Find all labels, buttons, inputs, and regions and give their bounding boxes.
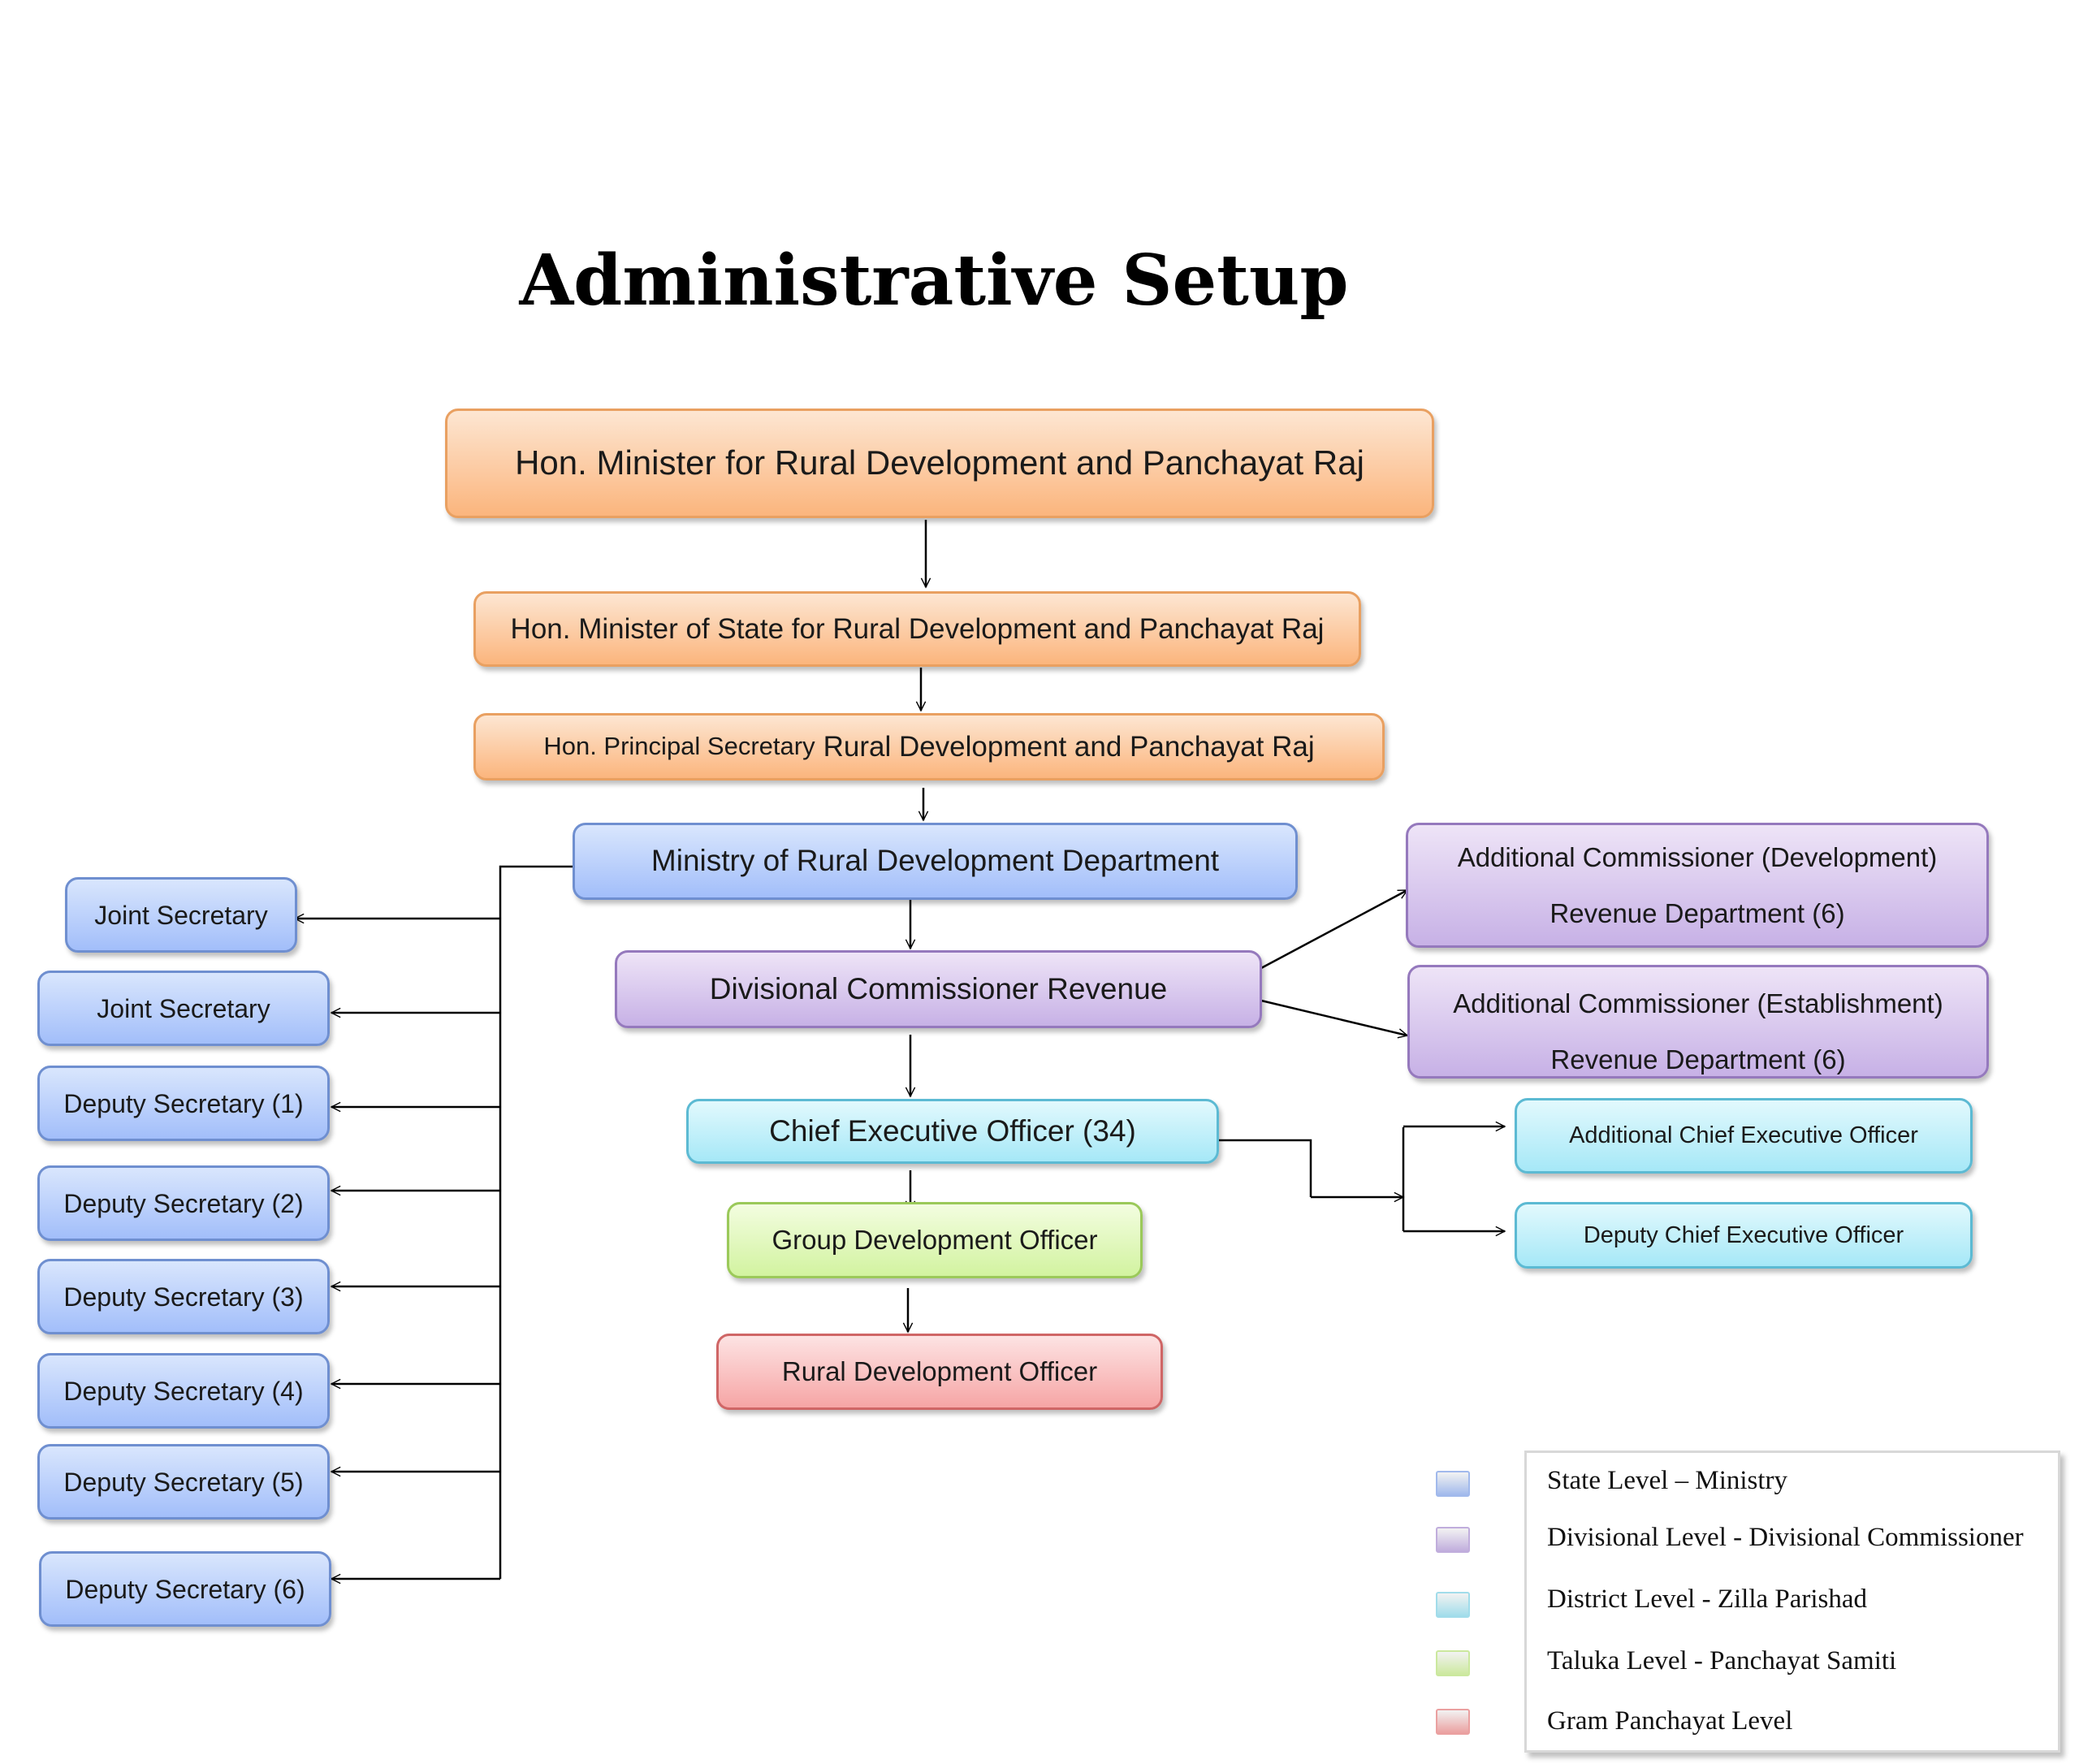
principal-secretary-suffix: Rural Development and Panchayat Raj: [823, 730, 1315, 763]
legend-swatch-gram: [1436, 1709, 1470, 1735]
legend-label-gram: Gram Panchayat Level: [1547, 1706, 1793, 1736]
legend-swatch-state: [1436, 1471, 1470, 1497]
deputy-ceo-box: Deputy Chief Executive Officer: [1515, 1202, 1973, 1269]
legend-box: State Level – Ministry Divisional Level …: [1524, 1451, 2060, 1753]
ceo-box: Chief Executive Officer (34): [686, 1099, 1219, 1164]
legend-swatch-divisional: [1436, 1527, 1470, 1553]
additional-ceo-box: Additional Chief Executive Officer: [1515, 1098, 1973, 1174]
deputy-secretary-label: Deputy Secretary (3): [63, 1282, 304, 1312]
deputy-secretary-box-1: Deputy Secretary (1): [37, 1066, 330, 1141]
deputy-secretary-box-2: Deputy Secretary (2): [37, 1165, 330, 1241]
minister-box: Hon. Minister for Rural Development and …: [445, 409, 1434, 518]
additional-commissioner-establishment-title: Additional Commissioner (Establishment): [1453, 988, 1943, 1018]
principal-secretary-box: Hon. Principal Secretary Rural Developme…: [473, 713, 1385, 780]
joint-secretary-label: Joint Secretary: [94, 900, 268, 930]
divisional-commissioner-label: Divisional Commissioner Revenue: [709, 971, 1168, 1005]
deputy-secretary-label: Deputy Secretary (2): [63, 1188, 304, 1218]
gdo-box: Group Development Officer: [727, 1202, 1143, 1278]
minister-label: Hon. Minister for Rural Development and …: [515, 443, 1364, 482]
deputy-secretary-label: Deputy Secretary (4): [63, 1376, 304, 1406]
joint-secretary-box-1: Joint Secretary: [65, 877, 297, 953]
ministry-department-box: Ministry of Rural Development Department: [573, 823, 1298, 900]
additional-commissioner-development-title: Additional Commissioner (Development): [1457, 841, 1938, 872]
principal-secretary-prefix: Hon. Principal Secretary: [543, 732, 815, 761]
deputy-secretary-box-4: Deputy Secretary (4): [37, 1353, 330, 1429]
deputy-secretary-label: Deputy Secretary (5): [63, 1467, 304, 1497]
legend-swatch-district: [1436, 1592, 1470, 1618]
additional-commissioner-development-department: Revenue Department (6): [1550, 898, 1845, 928]
legend-label-taluka: Taluka Level - Panchayat Samiti: [1547, 1646, 1897, 1675]
gdo-label: Group Development Officer: [772, 1225, 1098, 1256]
additional-commissioner-establishment-box: Additional Commissioner (Establishment) …: [1407, 965, 1989, 1079]
legend-label-district: District Level - Zilla Parishad: [1547, 1585, 1868, 1614]
deputy-secretary-label: Deputy Secretary (6): [65, 1574, 305, 1604]
ministry-department-label: Ministry of Rural Development Department: [650, 844, 1220, 878]
rdo-label: Rural Development Officer: [781, 1356, 1098, 1387]
minister-of-state-box: Hon. Minister of State for Rural Develop…: [473, 591, 1361, 667]
joint-secretary-label: Joint Secretary: [97, 993, 270, 1023]
deputy-secretary-box-3: Deputy Secretary (3): [37, 1259, 330, 1334]
deputy-ceo-label: Deputy Chief Executive Officer: [1583, 1221, 1904, 1248]
deputy-secretary-box-6: Deputy Secretary (6): [39, 1551, 331, 1627]
joint-secretary-box-2: Joint Secretary: [37, 971, 330, 1046]
additional-commissioner-development-box: Additional Commissioner (Development) Re…: [1406, 823, 1989, 948]
legend-label-divisional: Divisional Level - Divisional Commission…: [1547, 1523, 2024, 1552]
legend-swatch-taluka: [1436, 1650, 1470, 1676]
divisional-commissioner-box: Divisional Commissioner Revenue: [615, 950, 1262, 1028]
deputy-secretary-label: Deputy Secretary (1): [63, 1088, 304, 1118]
additional-ceo-label: Additional Chief Executive Officer: [1569, 1122, 1918, 1149]
rdo-box: Rural Development Officer: [716, 1334, 1163, 1410]
minister-of-state-label: Hon. Minister of State for Rural Develop…: [510, 612, 1325, 645]
legend-label-state: State Level – Ministry: [1547, 1466, 1788, 1495]
additional-commissioner-establishment-department: Revenue Department (6): [1550, 1044, 1846, 1075]
ceo-label: Chief Executive Officer (34): [769, 1113, 1136, 1148]
deputy-secretary-box-5: Deputy Secretary (5): [37, 1444, 330, 1520]
page-title: Administrative Setup: [519, 240, 1349, 322]
